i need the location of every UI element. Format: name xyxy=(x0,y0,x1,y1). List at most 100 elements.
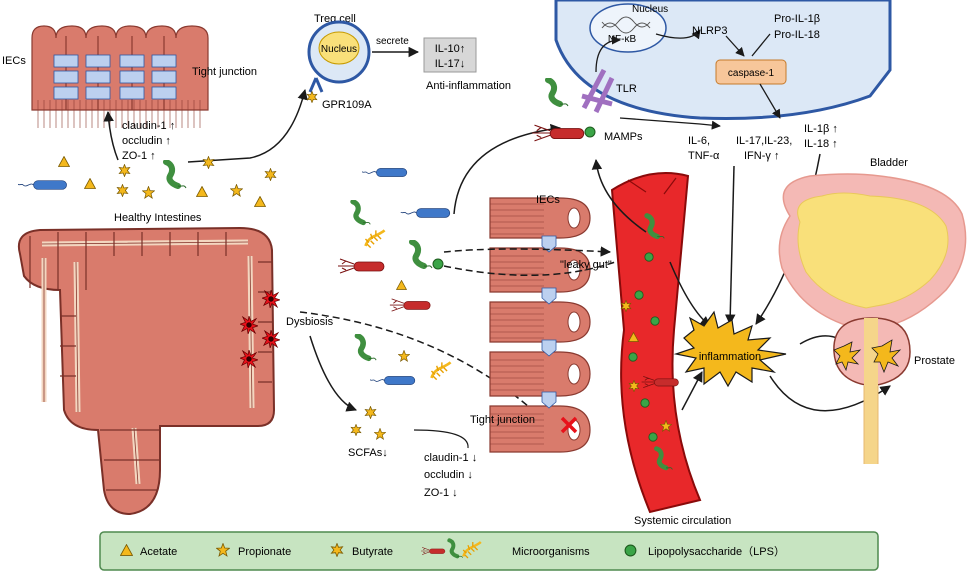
legend xyxy=(99,531,879,571)
propionate-icon xyxy=(398,350,410,362)
label-nucleus-top: Nucleus xyxy=(632,4,668,15)
label-tight-junction-top: Tight junction xyxy=(192,66,257,78)
microorganism-icon xyxy=(166,162,186,188)
label-bladder: Bladder xyxy=(870,157,908,169)
middle-iecs-cells xyxy=(489,197,591,453)
microorganism-icon xyxy=(362,168,408,177)
arrow-to-tlr xyxy=(453,123,562,215)
arrow-vessel-up-to-inflammation xyxy=(681,371,703,411)
arrow-tlr-to-nfkb xyxy=(595,35,621,73)
arrow-vessel-to-mamps xyxy=(591,158,647,233)
label-ifng: IFN-γ ↑ xyxy=(744,150,779,162)
label-zo1-down: ZO-1 ↓ xyxy=(424,487,458,499)
propionate-icon xyxy=(230,184,243,197)
label-zo1-up: ZO-1 ↑ xyxy=(122,150,156,162)
label-treg-nucleus: Nucleus xyxy=(321,44,357,55)
label-healthy-intestines: Healthy Intestines xyxy=(114,212,202,224)
arrow-bacteria-through-gut xyxy=(443,246,612,257)
label-nlrp3: NLRP3 xyxy=(692,25,727,37)
gpr109a-receptor xyxy=(308,77,324,93)
microorganism-icon xyxy=(400,208,451,218)
lps-legend-icon xyxy=(624,544,637,557)
cytokine-box xyxy=(423,37,477,73)
label-claudin-up: claudin-1 ↑ xyxy=(122,120,175,132)
microorganism-icon xyxy=(337,258,385,274)
label-leaky-gut: "leaky gut" xyxy=(560,259,612,271)
arrow-nlrp3-to-caspase xyxy=(725,35,745,57)
acetate-icon xyxy=(254,196,266,207)
label-claudin-down: claudin-1 ↓ xyxy=(424,452,477,464)
microorganism-icon xyxy=(364,228,386,250)
arrow-to-cytokines xyxy=(619,117,721,130)
lps-icon xyxy=(650,316,660,326)
microorganism-icon xyxy=(370,376,416,385)
label-il1b-up: IL-1β ↑ xyxy=(804,123,838,135)
treg-cell xyxy=(307,20,371,84)
propionate-icon xyxy=(374,428,386,440)
label-caspase1: caspase-1 xyxy=(728,68,775,79)
label-prostate: Prostate xyxy=(914,355,955,367)
butyrate-icon xyxy=(116,184,129,197)
label-iecs-top: IECs xyxy=(2,55,26,67)
acetate-icon xyxy=(396,280,407,290)
label-occludin-down: occludin ↓ xyxy=(424,469,473,481)
label-gpr109a: GPR109A xyxy=(322,99,372,111)
label-anti-inflammation: Anti-inflammation xyxy=(426,80,511,92)
large-intestine xyxy=(18,226,280,516)
arrow-dysbiosis-to-scfas xyxy=(309,335,357,412)
butyrate-icon xyxy=(202,156,215,169)
label-iecs-mid: IECs xyxy=(536,194,560,206)
blood-vessel xyxy=(610,172,702,514)
label-nfkb: NF-κB xyxy=(608,34,637,45)
tlr-receptor xyxy=(581,68,615,114)
label-mamps: MAMPs xyxy=(604,131,643,143)
dysbiotic-lumen-contents xyxy=(337,168,452,440)
microorganism-icon xyxy=(412,242,432,268)
lps-icon xyxy=(628,352,638,362)
label-tight-junction-mid: Tight junction xyxy=(470,414,535,426)
arrow-pro-to-caspase xyxy=(751,33,771,57)
arrow-dysbiosis-to-tight-junction xyxy=(299,311,549,425)
label-dysbiosis: Dysbiosis xyxy=(286,316,334,328)
label-occludin-up: occludin ↑ xyxy=(122,135,171,147)
top-iecs-cells xyxy=(31,25,209,128)
butyrate-icon xyxy=(350,424,362,436)
legend-microorganisms: Microorganisms xyxy=(512,546,590,558)
butyrate-icon xyxy=(264,168,277,181)
label-scfas: SCFAs↓ xyxy=(348,447,388,459)
microorganism-icon xyxy=(357,336,376,360)
label-il18-up: IL-18 ↑ xyxy=(804,138,838,150)
legend-butyrate: Butyrate xyxy=(352,546,393,558)
arrow-nfkb-to-nlrp3 xyxy=(655,29,701,40)
host-cell xyxy=(554,0,892,121)
prostate xyxy=(833,317,911,464)
label-tlr: TLR xyxy=(616,83,637,95)
legend-acetate: Acetate xyxy=(140,546,177,558)
arrow-caspase-to-il1b xyxy=(759,83,781,119)
label-tnfa: TNF-α xyxy=(688,150,720,162)
lps-icon xyxy=(432,258,444,270)
bladder xyxy=(778,173,967,331)
arrow-scfas xyxy=(413,429,469,449)
acetate-icon xyxy=(84,178,96,189)
microorganism-icon xyxy=(389,298,431,312)
healthy-lumen-contents xyxy=(18,156,277,207)
acetate-icon xyxy=(196,186,208,197)
arrow-healthy-to-tight-junction xyxy=(103,110,119,161)
legend-lps: Lipopolysaccharide（LPS） xyxy=(648,545,785,558)
lps-icon xyxy=(640,398,650,408)
label-systemic-circulation: Systemic circulation xyxy=(634,515,731,527)
label-pro-il1b: Pro-IL-1β xyxy=(774,13,820,25)
label-secrete: secrete xyxy=(376,36,409,47)
legend-propionate: Propionate xyxy=(238,546,291,558)
label-il17-down: IL-17↓ xyxy=(435,58,466,70)
label-il10: IL-10↑ xyxy=(435,43,466,55)
microorganism-icon xyxy=(353,202,370,225)
label-il6: IL-6, xyxy=(688,135,710,147)
caspase-box xyxy=(715,59,787,85)
dna-icon xyxy=(601,16,651,34)
arrow-to-treg xyxy=(187,88,308,163)
label-inflammation: inflammation xyxy=(699,351,761,363)
butyrate-icon xyxy=(306,91,318,103)
